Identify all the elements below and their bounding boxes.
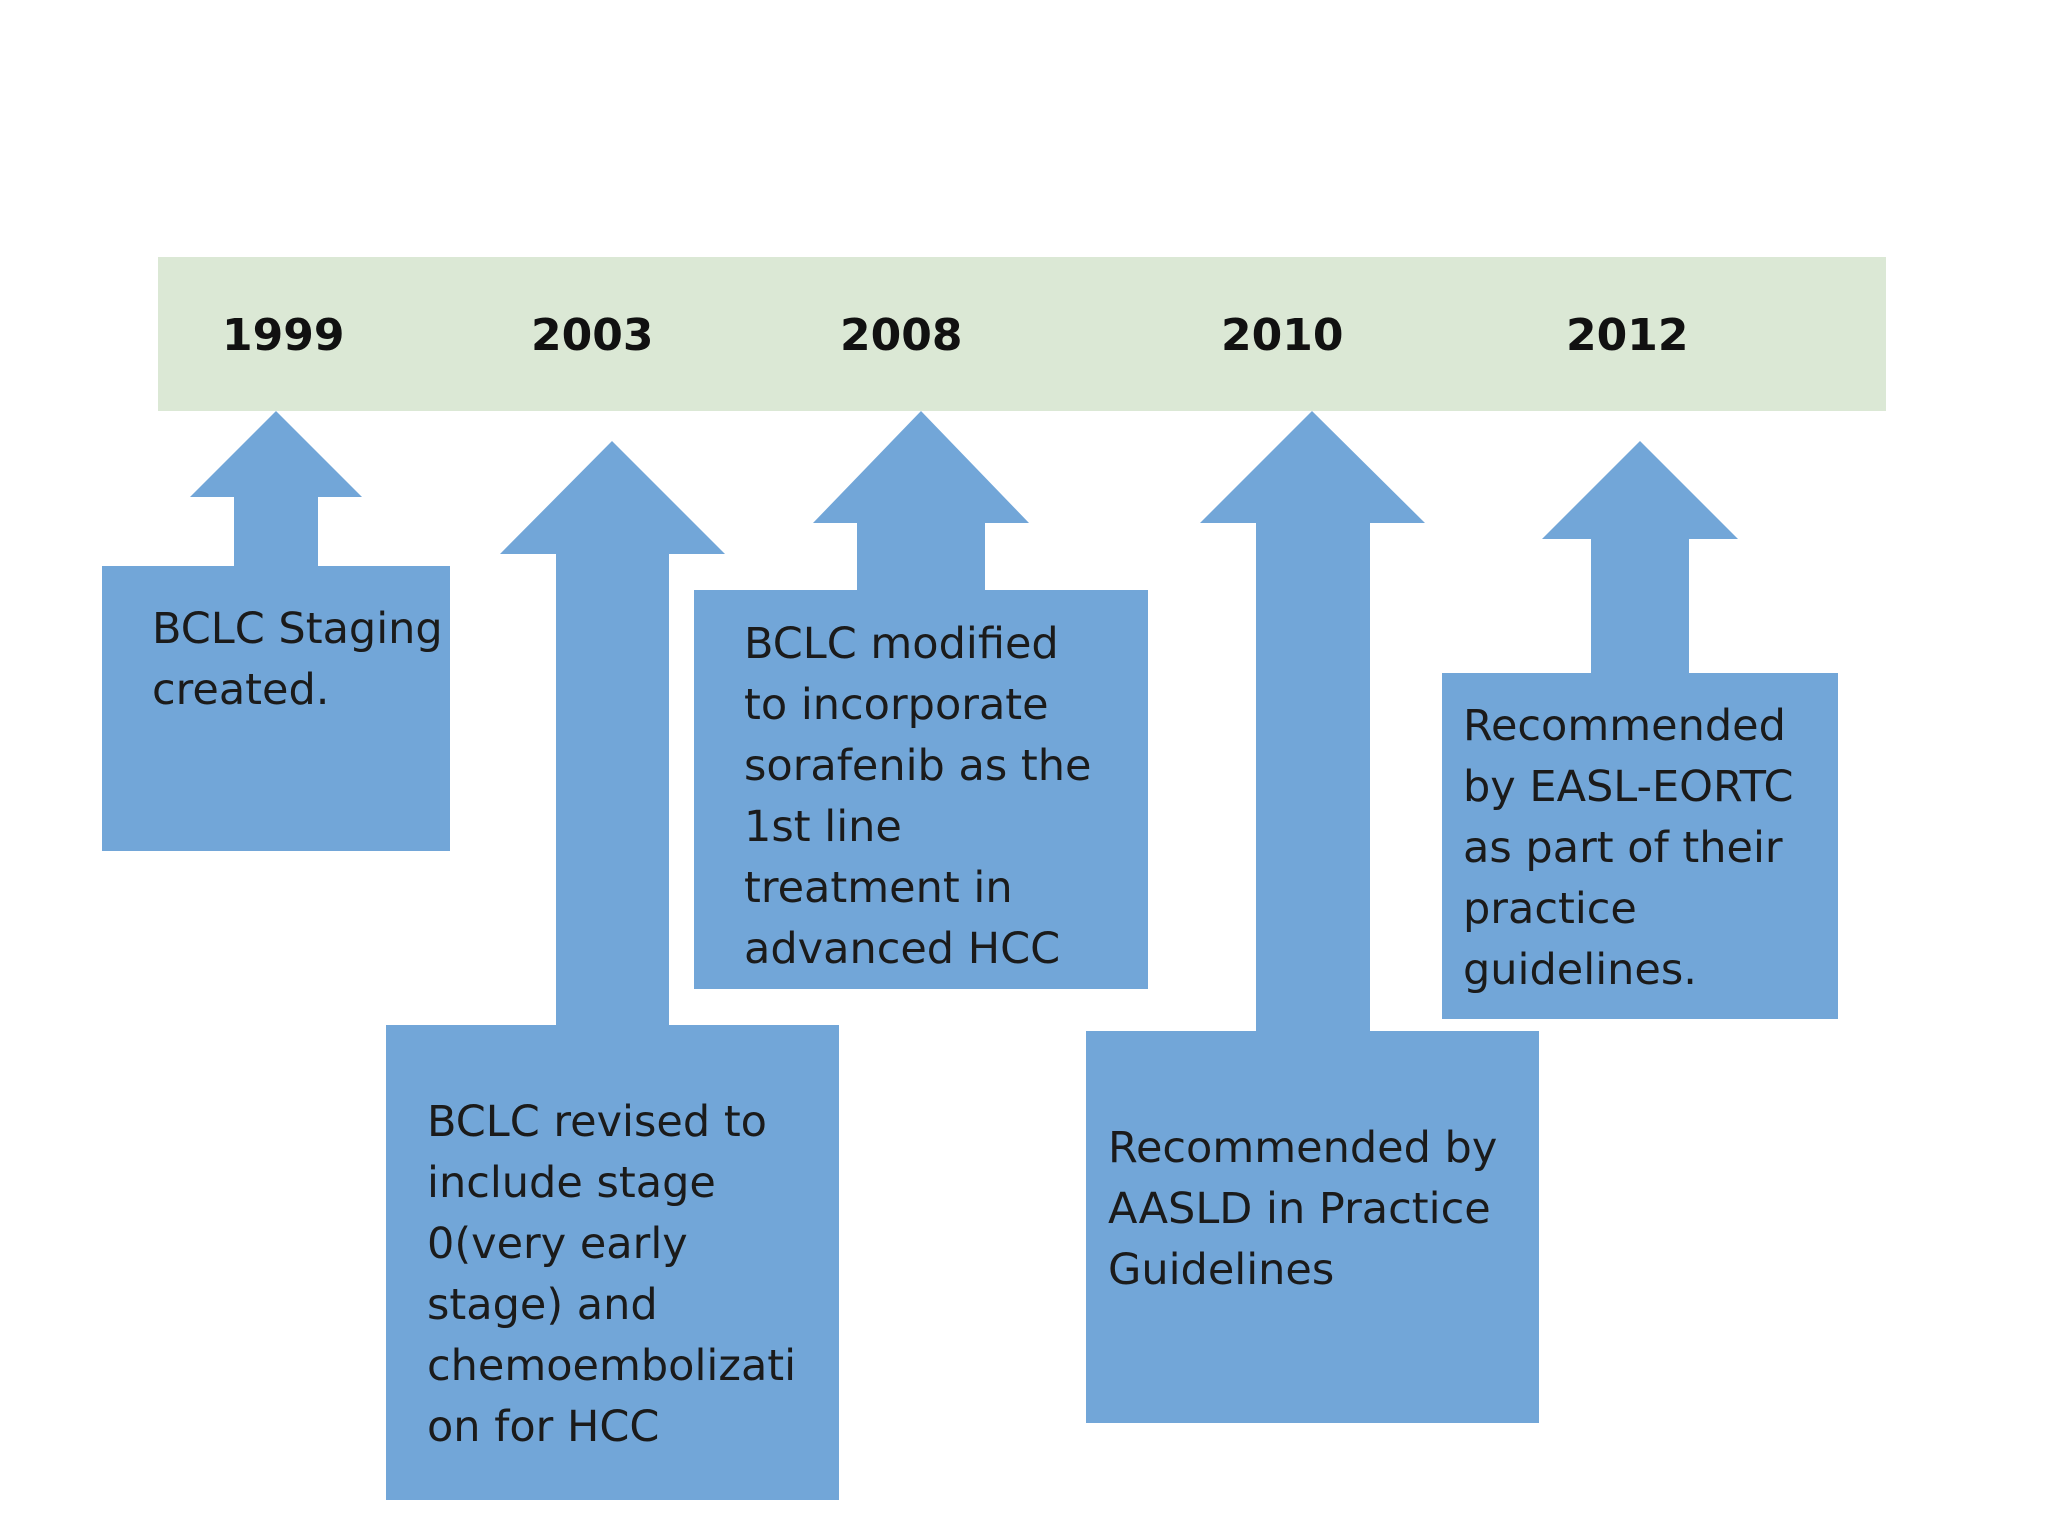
year-label-2010: 2010 xyxy=(1221,310,1343,361)
event-box-2008 xyxy=(694,590,1148,989)
year-label-2008: 2008 xyxy=(840,310,962,361)
event-2003: BCLC revised to include stage 0(very ear… xyxy=(386,441,839,1500)
event-2012-line-3: as part of their xyxy=(1463,823,1783,873)
event-2012-line-4: practice xyxy=(1463,884,1637,934)
event-box-2010 xyxy=(1086,1031,1539,1423)
event-text-2010: Recommended by AASLD in Practice Guideli… xyxy=(1108,1123,1511,1295)
event-2003-line-1: BCLC revised to xyxy=(427,1097,767,1147)
event-text-2012: Recommended by EASL-EORTC as part of the… xyxy=(1463,701,1807,995)
event-2012-line-5: guidelines. xyxy=(1463,945,1697,995)
event-box-2012 xyxy=(1442,673,1838,1019)
event-1999-line-1: BCLC Staging xyxy=(152,604,443,654)
event-2008-line-1: BCLC modified xyxy=(744,619,1059,669)
event-2003-line-3: 0(very early xyxy=(427,1219,688,1269)
event-1999: BCLC Staging created. xyxy=(102,411,456,851)
arrow-2003 xyxy=(500,441,725,1025)
event-2008-line-2: to incorporate xyxy=(744,680,1049,730)
arrow-2010 xyxy=(1200,411,1425,1031)
event-2003-line-5: chemoembolizati xyxy=(427,1341,796,1391)
event-2012-line-1: Recommended xyxy=(1463,701,1786,751)
event-2008-line-5: treatment in xyxy=(744,863,1013,913)
event-2010: Recommended by AASLD in Practice Guideli… xyxy=(1086,411,1539,1423)
event-text-2008: BCLC modified to incorporate sorafenib a… xyxy=(744,619,1105,974)
event-2008-line-4: 1st line xyxy=(744,802,902,852)
event-2010-line-1: Recommended by xyxy=(1108,1123,1497,1173)
arrow-2012 xyxy=(1542,441,1738,673)
event-2012: Recommended by EASL-EORTC as part of the… xyxy=(1442,441,1838,1019)
event-2010-line-3: Guidelines xyxy=(1108,1245,1334,1295)
arrow-2008 xyxy=(813,411,1029,590)
event-box-2003 xyxy=(386,1025,839,1500)
event-2003-line-6: on for HCC xyxy=(427,1402,659,1452)
year-label-2012: 2012 xyxy=(1566,310,1688,361)
event-1999-line-2: created. xyxy=(152,665,329,715)
event-2008-line-6: advanced HCC xyxy=(744,924,1060,974)
event-2003-line-4: stage) and xyxy=(427,1280,658,1330)
timeline-band xyxy=(158,257,1886,411)
event-2008-line-3: sorafenib as the xyxy=(744,741,1092,791)
event-box-1999 xyxy=(102,566,450,851)
event-text-1999: BCLC Staging created. xyxy=(152,604,456,715)
arrow-1999 xyxy=(190,411,362,566)
event-text-2003: BCLC revised to include stage 0(very ear… xyxy=(427,1097,810,1452)
event-2003-line-2: include stage xyxy=(427,1158,716,1208)
event-2008: BCLC modified to incorporate sorafenib a… xyxy=(694,411,1148,989)
year-label-1999: 1999 xyxy=(222,310,344,361)
event-2012-line-2: by EASL-EORTC xyxy=(1463,762,1794,812)
event-2010-line-2: AASLD in Practice xyxy=(1108,1184,1491,1234)
year-label-2003: 2003 xyxy=(531,310,653,361)
